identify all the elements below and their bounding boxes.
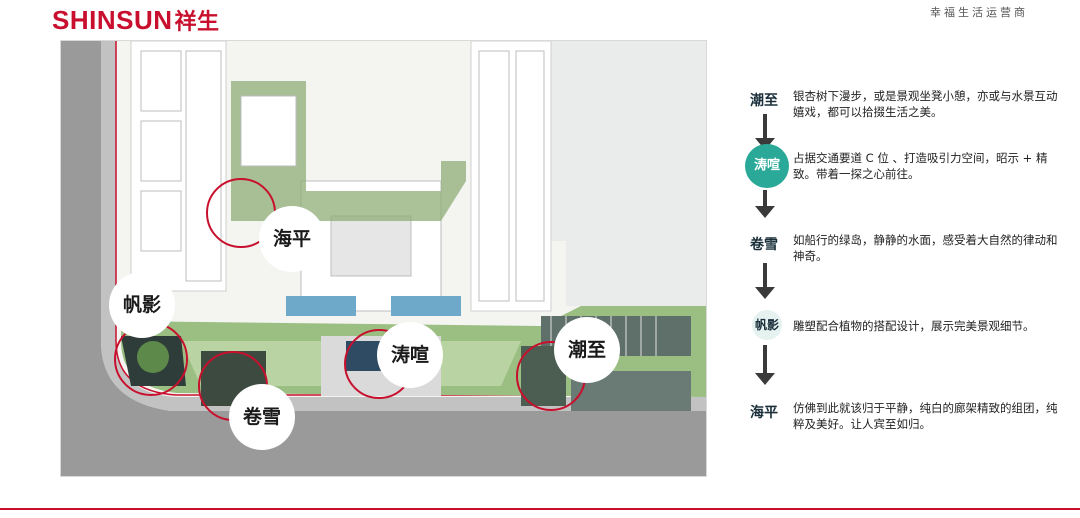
down-arrow-icon [755,190,775,218]
legend-badge: 帆影 [752,310,782,340]
header-tagline: 幸福生活运营商 [930,6,1028,19]
legend-title: 卷雪 [750,237,778,253]
brand-name-latin: SHINSUN [52,5,173,35]
legend-desc: 如船行的绿岛，静静的水面，感受着大自然的律动和神奇。 [793,233,1058,263]
footer-rule [0,508,1080,510]
legend-title: 海平 [750,405,778,421]
spot-label-haiping: 海平 [261,208,323,270]
down-arrow-icon [755,263,775,299]
legend-desc: 银杏树下漫步，或是景观坐凳小憩，亦或与水景互动嬉戏，都可以拾掇生活之美。 [793,89,1058,119]
legend-desc: 雕塑配合植物的搭配设计，展示完美景观细节。 [793,319,1035,333]
down-arrow-icon [755,345,775,385]
spot-label-fanying: 帆影 [111,274,173,336]
legend-badge: 涛喧 [745,144,789,188]
legend-desc: 占据交通要道 C 位 、打造吸引力空间，昭示 + 精致。带着一探之心前往。 [793,151,1048,181]
site-plan-drawing [61,41,706,476]
site-plan: 海平 帆影 卷雪 涛喧 潮至 [60,40,707,477]
spot-label-juanxue: 卷雪 [231,386,293,448]
brand-logo: SHINSUN祥生 [52,4,220,36]
legend-desc: 仿佛到此就该归于平静，纯白的廊架精致的组团，纯粹及美好。让人宾至如归。 [793,401,1058,431]
legend-title: 潮至 [750,93,778,109]
spot-label-taoxuan: 涛喧 [379,324,441,386]
brand-name-cjk: 祥生 [174,10,220,35]
spot-label-chaozhi: 潮至 [556,319,618,381]
